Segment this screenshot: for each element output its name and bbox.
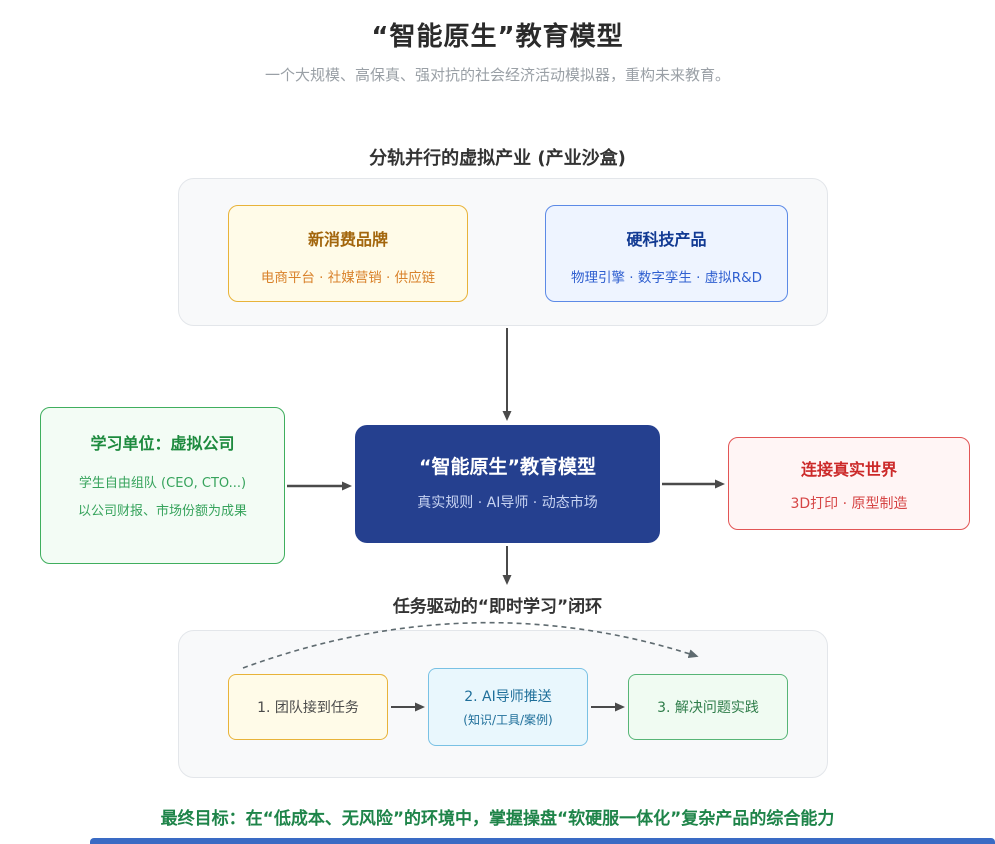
sandbox-section-heading: 分轨并行的虚拟产业 (产业沙盒)	[369, 148, 626, 169]
learning-unit-card: 学习单位：虚拟公司 学生自由组队 (CEO, CTO...) 以公司财报、市场份…	[40, 407, 285, 564]
page-subtitle: 一个大规模、高保真、强对抗的社会经济活动模拟器，重构未来教育。	[264, 66, 730, 84]
education-model-card: “智能原生”教育模型 真实规则 · AI导师 · 动态市场	[355, 425, 660, 543]
step2-sub: (知识/工具/案例)	[463, 713, 553, 727]
learning-unit-title: 学习单位：虚拟公司	[90, 434, 235, 453]
step2-title: 2. AI导师推送	[464, 689, 552, 705]
consumer-brand-desc: 电商平台 · 社媒营销 · 供应链	[260, 270, 436, 286]
step3-card: 3. 解决问题实践	[628, 674, 788, 740]
real-world-desc: 3D打印 · 原型制造	[790, 496, 908, 512]
consumer-brand-card: 新消费品牌 电商平台 · 社媒营销 · 供应链	[228, 205, 468, 302]
final-goal-text: 最终目标：在“低成本、无风险”的环境中，掌握操盘“软硬服一体化”复杂产品的综合能…	[160, 809, 835, 829]
step2-card: 2. AI导师推送 (知识/工具/案例)	[428, 668, 588, 746]
real-world-title: 连接真实世界	[800, 460, 897, 479]
page-title: “智能原生”教育模型	[371, 22, 624, 52]
hard-tech-title: 硬科技产品	[626, 230, 707, 249]
learning-unit-line1: 学生自由组队 (CEO, CTO...)	[78, 476, 247, 491]
hard-tech-card: 硬科技产品 物理引擎 · 数字孪生 · 虚拟R&D	[545, 205, 788, 302]
consumer-brand-title: 新消费品牌	[307, 230, 388, 249]
learning-unit-line2: 以公司财报、市场份额为成果	[77, 504, 247, 519]
step3-label: 3. 解决问题实践	[657, 700, 759, 716]
education-model-title: “智能原生”教育模型	[419, 456, 596, 478]
step1-label: 1. 团队接到任务	[257, 700, 359, 716]
bottom-section-bar	[90, 838, 995, 844]
real-world-card: 连接真实世界 3D打印 · 原型制造	[728, 437, 970, 530]
hard-tech-desc: 物理引擎 · 数字孪生 · 虚拟R&D	[570, 270, 763, 286]
loop-section-heading: 任务驱动的“即时学习”闭环	[392, 597, 603, 617]
education-model-desc: 真实规则 · AI导师 · 动态市场	[417, 495, 598, 511]
step1-card: 1. 团队接到任务	[228, 674, 388, 740]
